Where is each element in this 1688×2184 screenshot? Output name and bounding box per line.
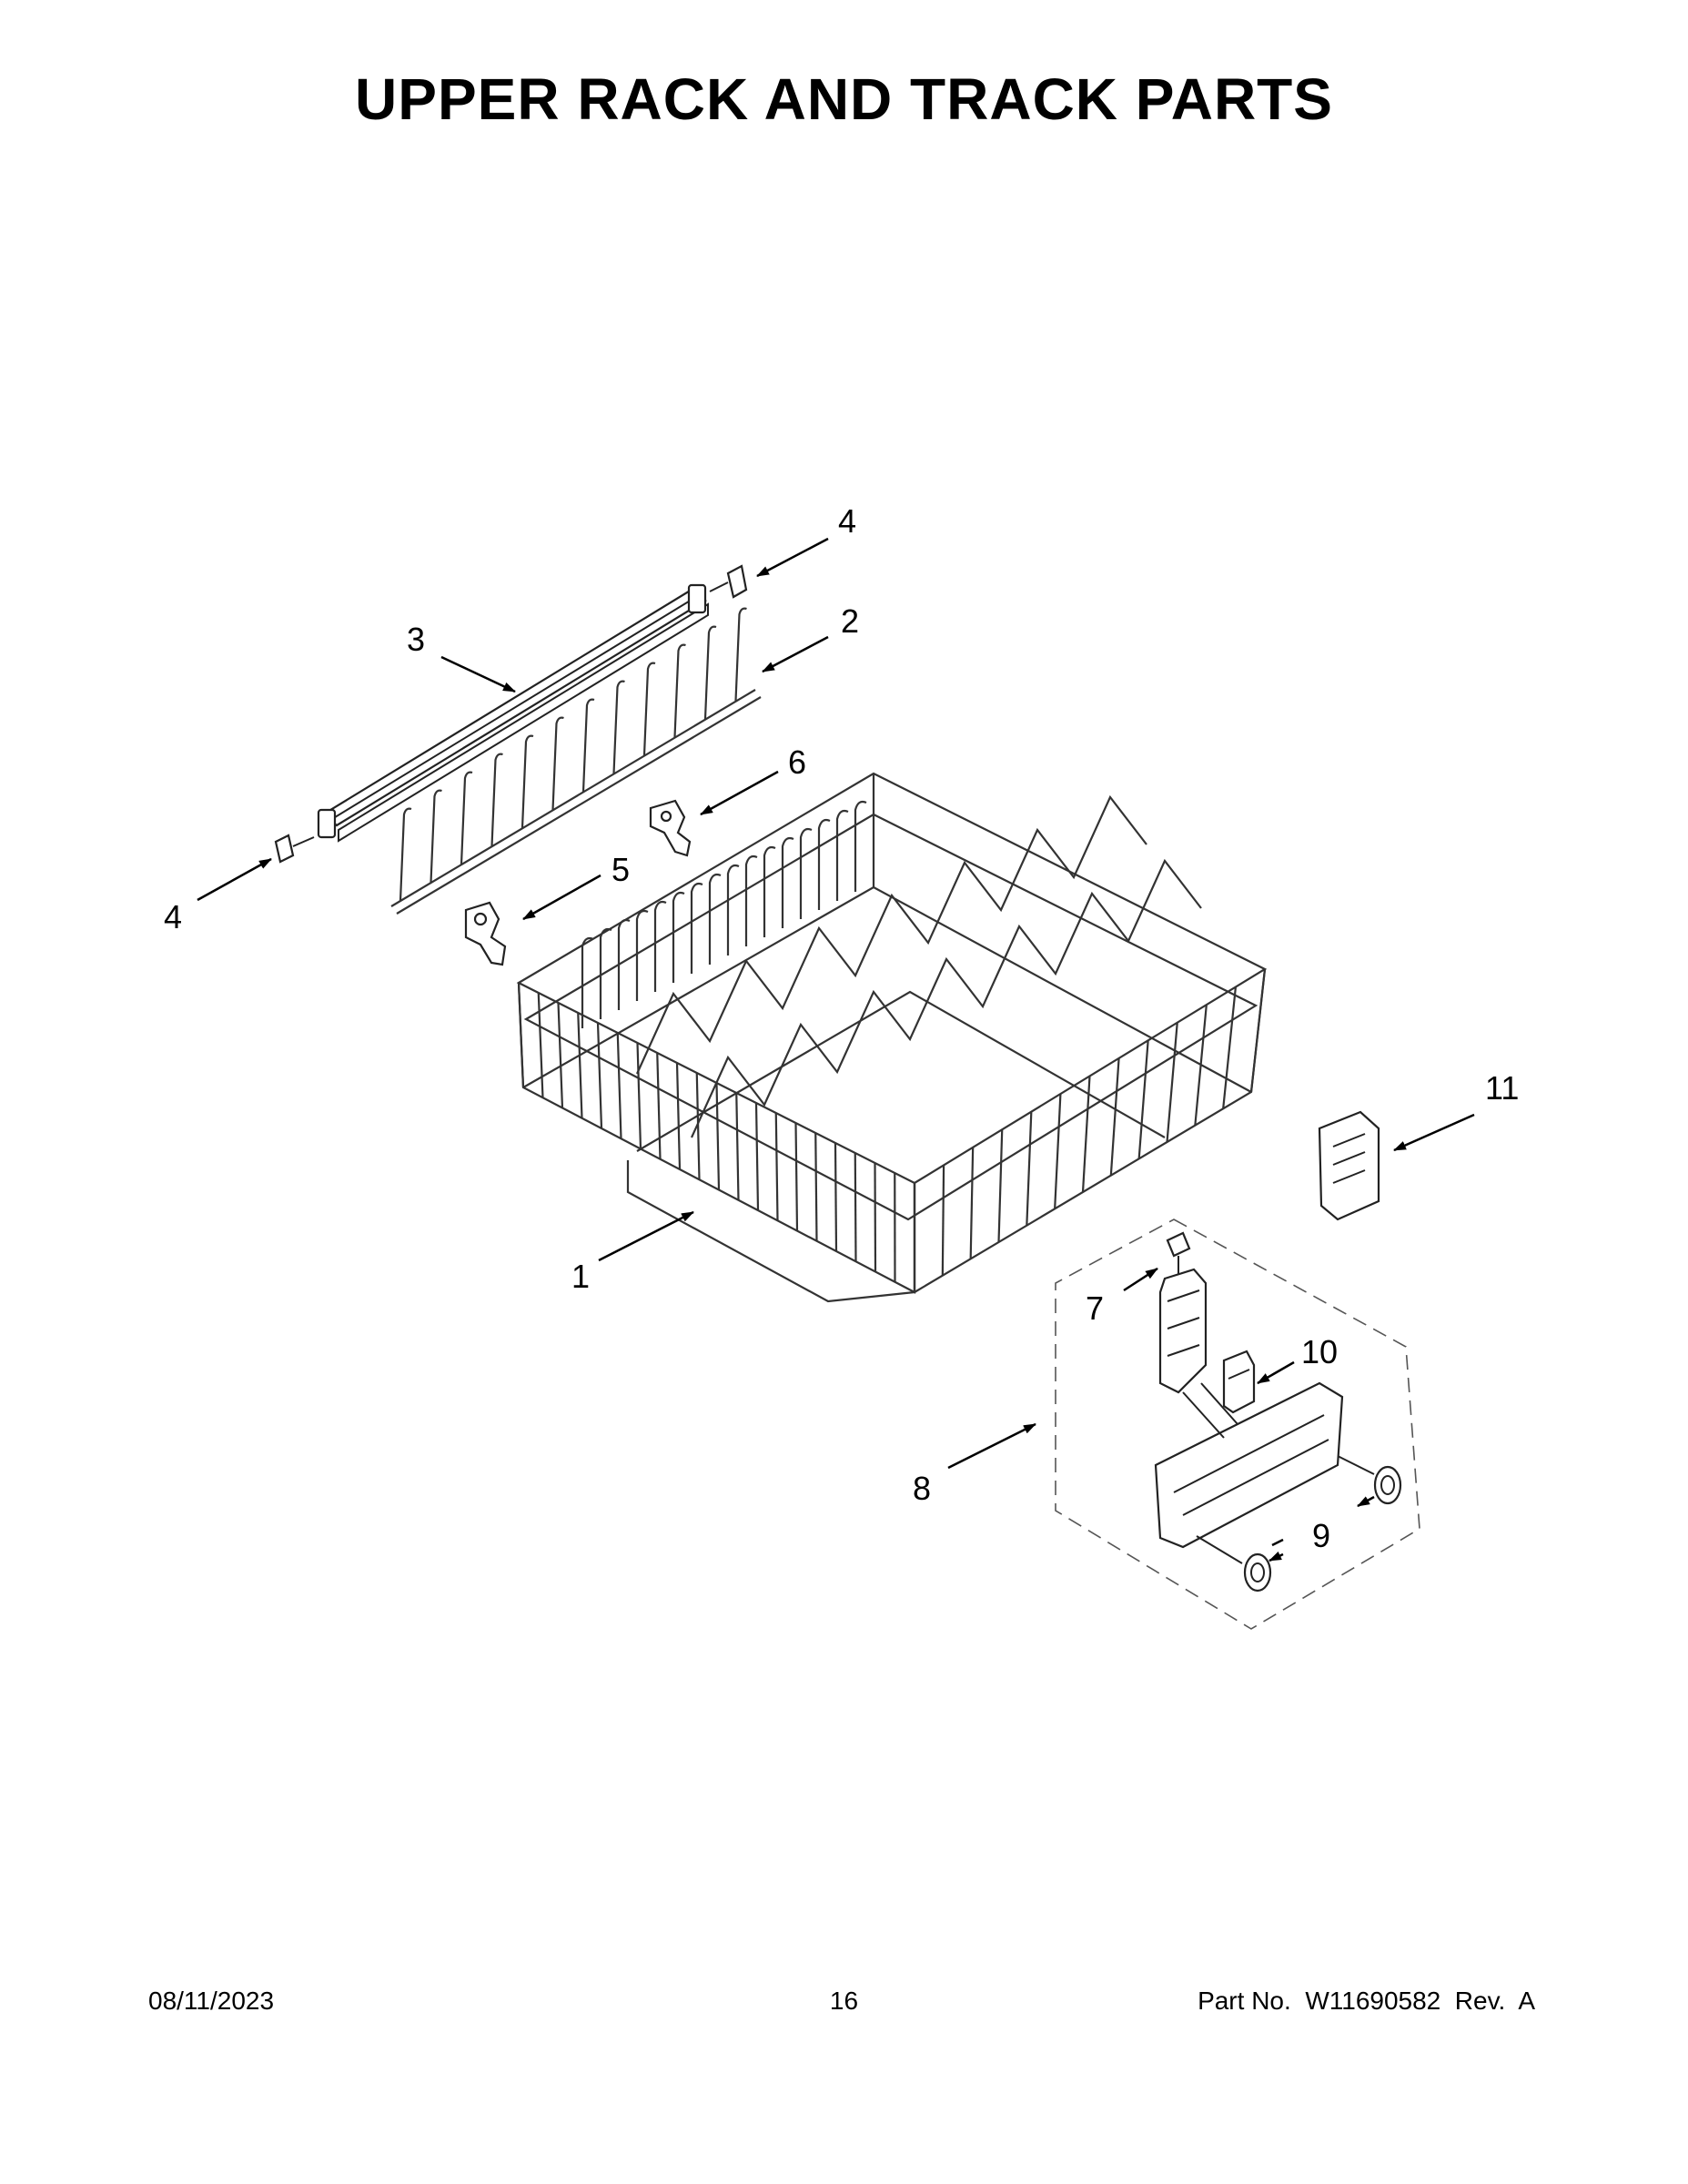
page-title: UPPER RACK AND TRACK PARTS (355, 66, 1333, 132)
rack-track-rail (317, 583, 709, 843)
callout-10: 10 (1301, 1333, 1338, 1370)
rack-adjust-label (1318, 1110, 1380, 1221)
rack-wheel-rear (1337, 1455, 1402, 1505)
footer-page-number: 16 (829, 1987, 859, 2015)
rack-clip-left (464, 901, 507, 966)
track-end-stop-front (274, 834, 315, 864)
adjuster-cap (1166, 1231, 1191, 1274)
callout-5: 5 (612, 851, 630, 888)
footer-part-number: Part No. W11690582 Rev. A (1198, 1987, 1535, 2015)
rack-wheel-front (1196, 1535, 1272, 1592)
callout-8: 8 (913, 1470, 931, 1507)
footer-date: 08/11/2023 (148, 1987, 275, 2015)
callout-4-front: 4 (164, 898, 182, 935)
height-adjuster-assembly (1154, 1268, 1344, 1549)
adjuster-lock (1222, 1350, 1256, 1414)
callout-7: 7 (1086, 1289, 1104, 1327)
leader-arrows (197, 537, 1475, 1562)
callout-9: 9 (1312, 1517, 1330, 1554)
callout-11: 11 (1485, 1069, 1519, 1107)
callout-4-rear: 4 (838, 502, 856, 540)
callout-1: 1 (571, 1258, 590, 1295)
track-end-stop-rear (709, 564, 748, 599)
callout-3: 3 (407, 621, 425, 658)
callout-2: 2 (841, 602, 859, 640)
rack-clip-right (649, 799, 692, 857)
cup-shelf-tines (390, 607, 762, 915)
assembly-group-outline (1055, 1218, 1420, 1630)
callout-6: 6 (788, 743, 806, 781)
upper-rack-basket (516, 772, 1268, 1303)
